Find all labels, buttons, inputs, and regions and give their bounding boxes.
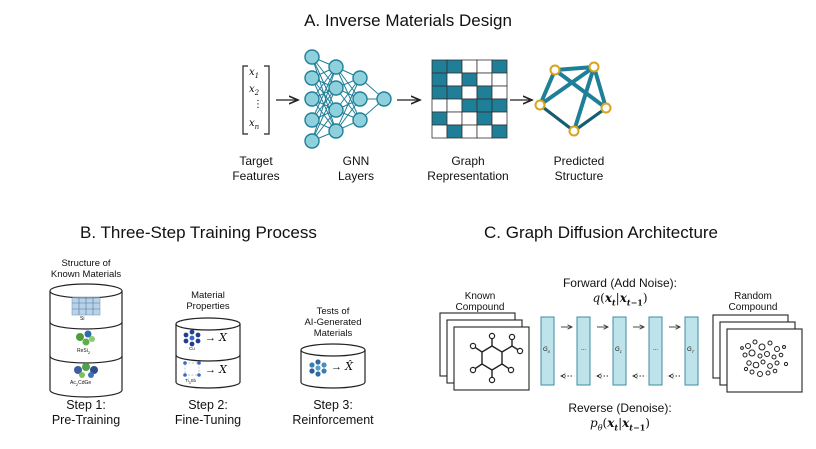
property-arrow-x-1: → X [205,331,227,344]
vector-entry-xn: xn [249,118,260,131]
diffusion-bars [540,316,699,386]
feature-vector-brackets [242,65,270,135]
random-compound-cards [712,314,803,393]
layer-label-si: Si [80,316,85,322]
known-compound-cards [439,312,530,391]
vector-entry-dots: ⋮ [253,99,263,110]
random-atoms [740,339,789,377]
layer-label-resi2: ReSi2 [77,348,91,355]
layer-label-cu: Cu [189,346,195,351]
ai-arrow-xhat: → X̂ [331,360,353,373]
reverse-label: Reverse (Denoise): [568,401,672,415]
bar-label-dots-2: ... [653,346,659,352]
properties-cylinder [175,317,241,389]
bar-label-g0: G0 [543,347,550,355]
forward-formula: q(xt|xt−1) [592,291,648,308]
reverse-formula: pθ(xt|xt−1) [590,416,650,433]
ai-generated-cylinder [300,343,366,389]
vector-entry-x1: x1 [249,67,260,80]
section-a-title: A. Inverse Materials Design [304,11,512,30]
layer-label-ti3sb: Ti3Sb [185,378,197,385]
section-c-title: C. Graph Diffusion Architecture [484,223,719,242]
section-b-title: B. Three-Step Training Process [80,223,317,242]
bar-label-gt: GT [687,347,695,355]
known-materials-cylinder [49,283,123,398]
step2-label: Step 2:Fine-Tuning [174,398,242,427]
predicted-structure-graph-icon [534,61,612,137]
property-arrow-x-2: → X [205,363,227,376]
gnn-network-icon [304,49,392,149]
bar-label-dots-1: ... [581,346,587,352]
bar-label-g1: G1 [615,347,622,355]
step1-label: Step 1:Pre-Training [51,398,121,427]
layer-label-ac2cdge: Ac2CdGe [70,380,92,387]
step3-label: Step 3:Reinforcement [292,398,374,427]
forward-label: Forward (Add Noise): [562,276,678,290]
adjacency-matrix-icon [431,59,508,139]
vector-entry-x2: x2 [249,84,260,97]
